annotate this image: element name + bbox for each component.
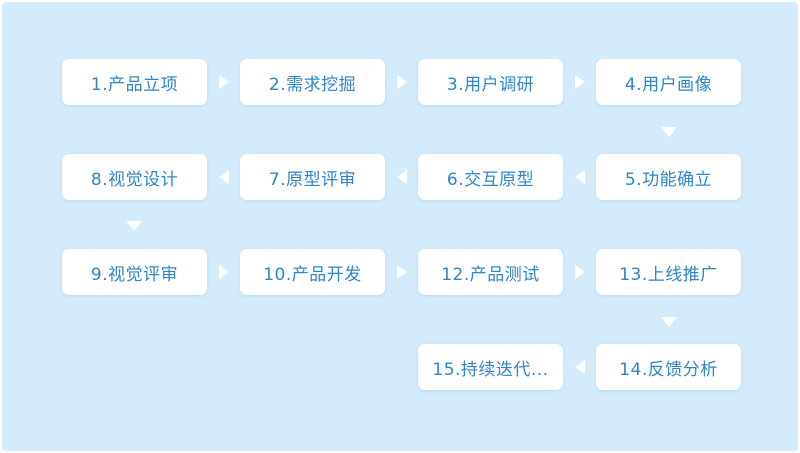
step-13: 13.上线推广 xyxy=(596,249,741,295)
step-15: 15.持续迭代... xyxy=(418,344,563,390)
step-2: 2.需求挖掘 xyxy=(240,59,385,105)
step-label: 13.上线推广 xyxy=(619,264,718,285)
arrow-right-icon xyxy=(575,75,585,89)
step-label: 5.功能确立 xyxy=(624,169,713,190)
step-label: 1.产品立项 xyxy=(90,74,179,95)
step-label: 8.视觉设计 xyxy=(90,169,179,190)
step-label: 3.用户调研 xyxy=(446,74,535,95)
step-label: 7.原型评审 xyxy=(268,169,357,190)
arrow-right-icon xyxy=(575,265,585,279)
step-label: 2.需求挖掘 xyxy=(268,74,357,95)
arrow-down-icon xyxy=(661,127,677,137)
step-label: 14.反馈分析 xyxy=(619,359,718,380)
arrow-down-icon xyxy=(126,221,142,231)
step-label: 6.交互原型 xyxy=(446,169,535,190)
arrow-left-icon xyxy=(575,360,585,374)
step-label: 15.持续迭代... xyxy=(432,359,549,380)
step-10: 10.产品开发 xyxy=(240,249,385,295)
step-label: 4.用户画像 xyxy=(624,74,713,95)
arrow-down-icon xyxy=(661,317,677,327)
step-label: 10.产品开发 xyxy=(263,264,362,285)
step-6: 6.交互原型 xyxy=(418,154,563,200)
arrow-right-icon xyxy=(397,75,407,89)
step-4: 4.用户画像 xyxy=(596,59,741,105)
arrow-left-icon xyxy=(219,170,229,184)
arrow-left-icon xyxy=(397,170,407,184)
step-3: 3.用户调研 xyxy=(418,59,563,105)
arrow-right-icon xyxy=(397,265,407,279)
step-7: 7.原型评审 xyxy=(240,154,385,200)
step-label: 9.视觉评审 xyxy=(90,264,179,285)
arrow-left-icon xyxy=(575,170,585,184)
arrow-right-icon xyxy=(219,265,229,279)
step-8: 8.视觉设计 xyxy=(62,154,207,200)
step-1: 1.产品立项 xyxy=(62,59,207,105)
step-label: 12.产品测试 xyxy=(441,264,540,285)
step-14: 14.反馈分析 xyxy=(596,344,741,390)
step-5: 5.功能确立 xyxy=(596,154,741,200)
step-12: 12.产品测试 xyxy=(418,249,563,295)
step-9: 9.视觉评审 xyxy=(62,249,207,295)
arrow-right-icon xyxy=(219,75,229,89)
